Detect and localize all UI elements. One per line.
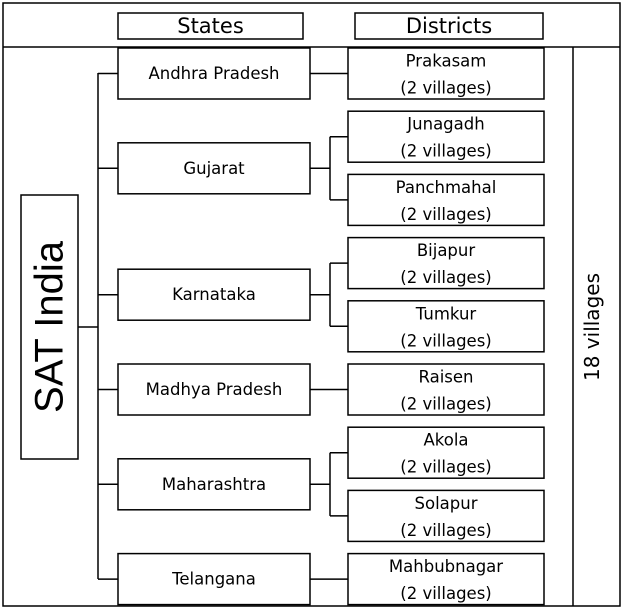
district-box-solapur	[347, 489, 545, 543]
district-villages-prakasam: (2 villages)	[400, 79, 491, 98]
district-box-raisen	[347, 363, 545, 416]
total-villages-label: 18 villages	[580, 273, 604, 381]
district-villages-bijapur: (2 villages)	[400, 268, 491, 287]
district-box-panchmahal	[347, 173, 545, 227]
district-name-junagadh: Junagadh	[406, 115, 484, 134]
state-box-gujarat	[117, 142, 311, 195]
state-label-andhra-pradesh: Andhra Pradesh	[148, 64, 279, 83]
root-label: SAT India	[28, 240, 72, 413]
district-name-panchmahal: Panchmahal	[396, 178, 497, 197]
district-villages-mahbubnagar: (2 villages)	[400, 584, 491, 603]
district-villages-raisen: (2 villages)	[400, 395, 491, 414]
root-box	[20, 194, 79, 460]
district-box-junagadh	[347, 110, 545, 163]
district-villages-panchmahal: (2 villages)	[400, 205, 491, 224]
district-villages-tumkur: (2 villages)	[400, 331, 491, 350]
state-box-maharashtra	[117, 458, 311, 511]
district-villages-solapur: (2 villages)	[400, 521, 491, 540]
district-name-tumkur: Tumkur	[415, 304, 477, 323]
state-label-karnataka: Karnataka	[172, 285, 256, 304]
district-name-bijapur: Bijapur	[417, 241, 476, 260]
district-villages-junagadh: (2 villages)	[400, 142, 491, 161]
states-header: States	[177, 14, 244, 38]
state-label-maharashtra: Maharashtra	[162, 475, 266, 494]
state-label-madhya-pradesh: Madhya Pradesh	[146, 380, 283, 399]
district-box-prakasam	[347, 47, 545, 100]
district-name-raisen: Raisen	[418, 368, 473, 387]
districts-header: Districts	[406, 14, 492, 38]
districts-header-box	[354, 12, 544, 40]
district-box-mahbubnagar	[347, 552, 545, 606]
district-name-prakasam: Prakasam	[406, 52, 487, 71]
district-villages-akola: (2 villages)	[400, 458, 491, 477]
states-header-box	[117, 12, 304, 40]
district-box-tumkur	[347, 300, 545, 353]
state-label-gujarat: Gujarat	[183, 159, 245, 178]
district-name-akola: Akola	[423, 431, 468, 450]
districts-layer: Prakasam (2 villages) Junagadh (2 villages)…	[310, 47, 545, 606]
district-box-bijapur	[347, 236, 545, 290]
district-box-akola	[347, 426, 545, 479]
district-name-mahbubnagar: Mahbubnagar	[389, 557, 503, 576]
district-name-solapur: Solapur	[415, 494, 478, 513]
state-label-telangana: Telangana	[171, 570, 256, 589]
